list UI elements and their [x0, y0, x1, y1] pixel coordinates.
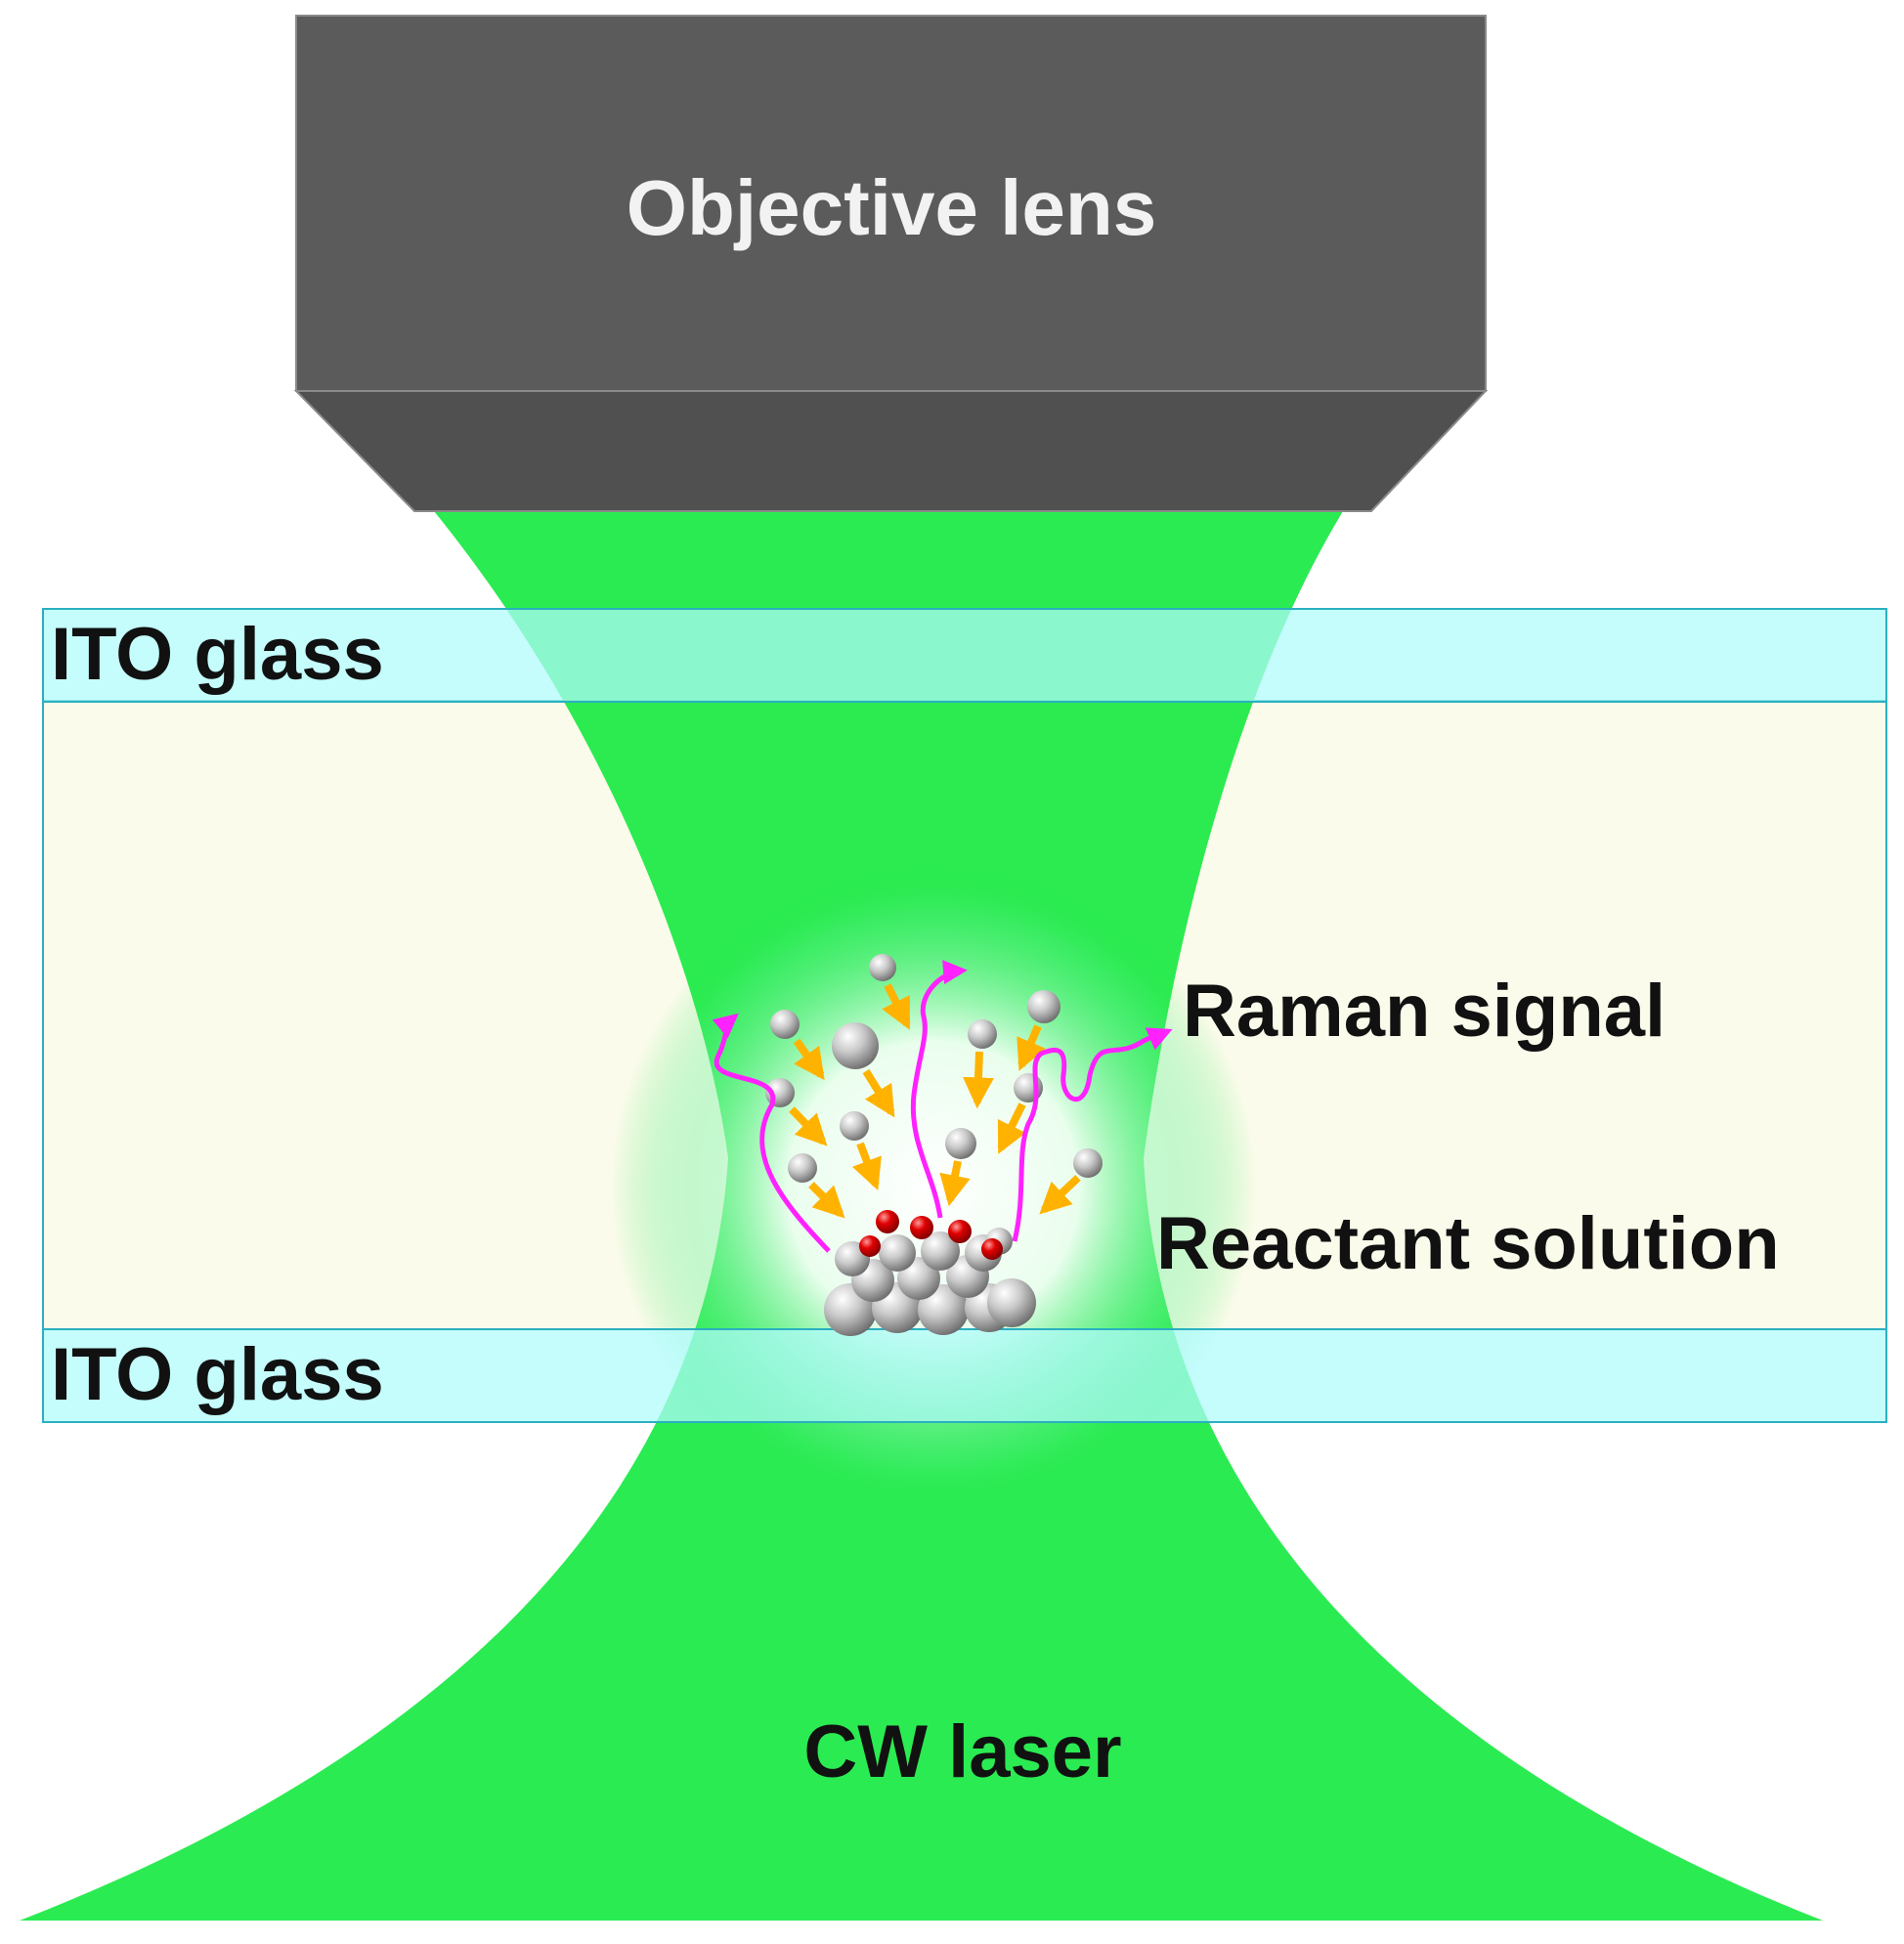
ito-glass-top — [42, 608, 1887, 703]
ito-glass-bottom-label: ITO glass — [51, 1333, 384, 1416]
reactant-solution-label: Reactant solution — [1156, 1202, 1780, 1285]
particle-migration-arrows — [789, 983, 1081, 1219]
raman-signal-arrows — [712, 960, 1173, 1253]
objective-lens — [293, 15, 1489, 512]
reactant-particles — [765, 954, 1103, 1183]
cw-laser-label: CW laser — [803, 1710, 1121, 1793]
product-particles — [859, 1210, 1003, 1260]
ito-glass-bottom — [42, 1328, 1887, 1423]
raman-signal-label: Raman signal — [1183, 970, 1666, 1053]
objective-lens-label: Objective lens — [627, 164, 1156, 251]
nanoparticle-cluster — [824, 1228, 1036, 1336]
ito-glass-top-label: ITO glass — [51, 613, 384, 696]
